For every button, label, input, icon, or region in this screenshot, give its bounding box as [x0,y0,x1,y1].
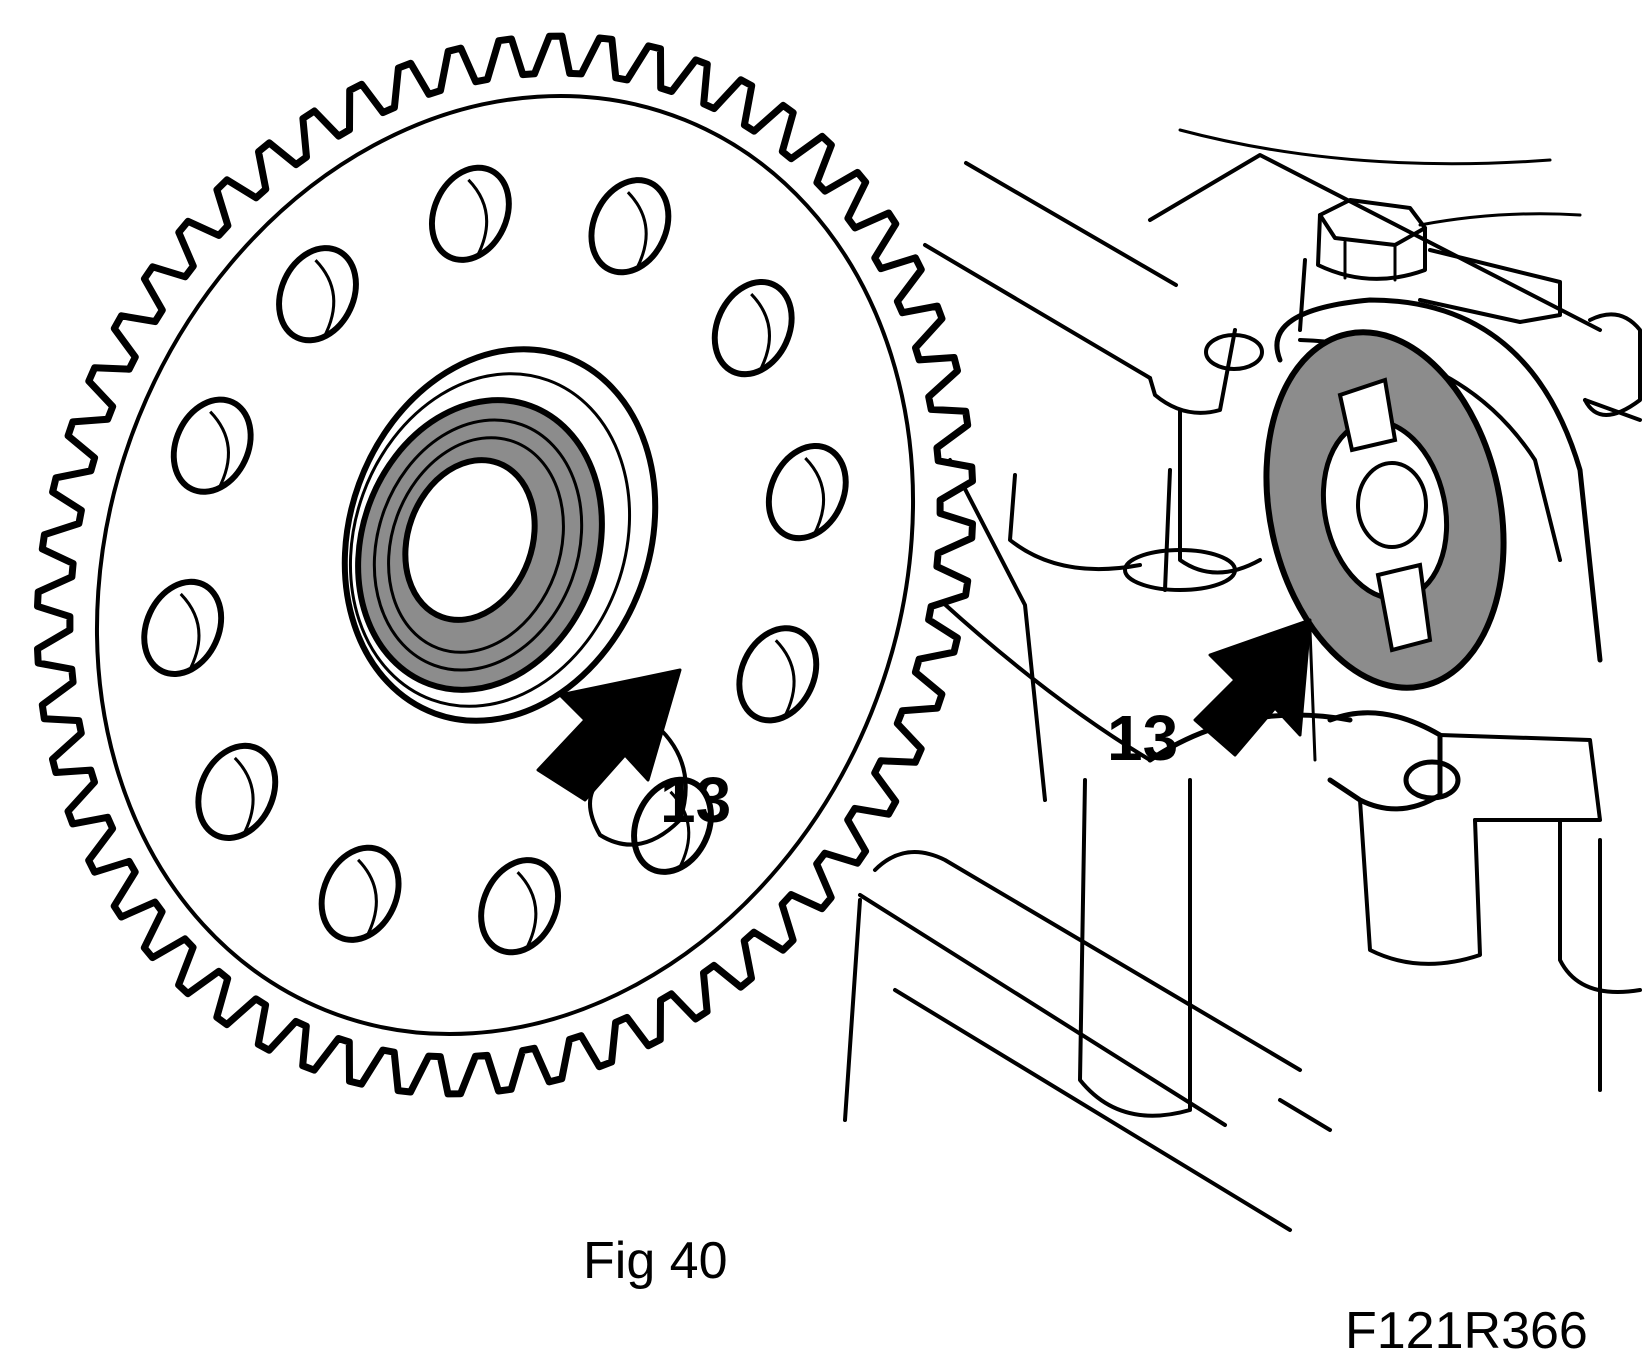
engine-housing [843,128,1642,1232]
sprocket-hole [195,742,279,841]
sprocket-hole [141,578,225,677]
callout-arrow-left [536,668,688,847]
sprocket-holes [141,164,849,956]
sprocket-hole-wall [357,858,378,939]
sprocket-hole-wall [774,639,796,720]
sprocket-hole-wall [804,457,826,537]
sprocket-hole [736,625,820,724]
sprocket-hole [711,279,795,378]
callout-arrow-right [1193,618,1317,762]
camshaft-seal [355,397,605,693]
sprocket-hole-wall [209,410,230,491]
sprocket-hole-wall [626,191,648,271]
sprocket-hole [428,164,512,263]
figure-reference-code: F121R366 [1345,1302,1588,1354]
sprocket-hole [170,396,254,495]
sprocket-hole-wall [516,871,538,951]
camshaft-seal-installed [1263,329,1507,691]
sprocket-hole-wall [467,178,489,259]
hex-bolt [1298,198,1427,332]
callout-label-left: 13 [660,764,731,836]
callout-label-right: 13 [1107,702,1178,774]
sprocket-hole [588,177,672,276]
sprocket-hole-wall [314,259,336,339]
sprocket-hole-wall [669,790,691,871]
camshaft-sprocket [34,32,976,1098]
sprocket-hole [276,245,359,344]
figure-caption: Fig 40 [583,1232,728,1290]
sprocket-hole-wall [179,592,201,673]
sprocket-hole [318,844,402,943]
sprocket-hole-wall [233,756,255,837]
sprocket-hole [478,857,562,956]
lower-mount [1327,710,1642,994]
sprocket-hole-wall [750,293,771,373]
sprocket-hole [765,443,849,542]
